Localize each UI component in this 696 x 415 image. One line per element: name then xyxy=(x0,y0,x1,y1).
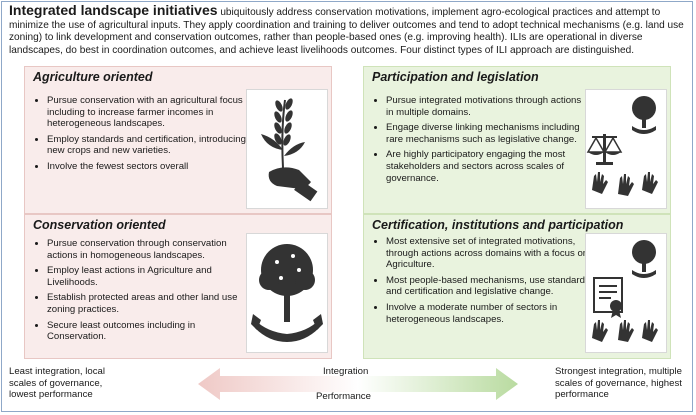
scales-tree-hands-icon xyxy=(585,89,667,209)
bullet-list: Most extensive set of integrated motivat… xyxy=(372,236,591,329)
bullet-item: Most people-based mechanisms, use standa… xyxy=(386,275,591,298)
tree-in-hands-icon xyxy=(246,233,328,353)
integration-label: Integration xyxy=(323,366,369,377)
bullet-list: Pursue integrated motivations through ac… xyxy=(372,95,591,188)
intro-paragraph: Integrated landscape initiatives ubiquit… xyxy=(9,2,685,57)
least-integration-label: Least integration, local scales of gover… xyxy=(9,366,105,401)
intro-lead: Integrated landscape initiatives xyxy=(9,2,218,18)
bullet-item: Employ least actions in Agriculture and … xyxy=(47,265,252,288)
wheat-in-hand-icon xyxy=(246,89,328,209)
bullet-item: Pursue conservation through conservation… xyxy=(47,238,252,261)
bullet-list: Pursue conservation with an agricultural… xyxy=(33,95,252,177)
panel-title: Certification, institutions and particip… xyxy=(372,218,624,232)
panel-title: Agriculture oriented xyxy=(33,70,153,84)
bullet-item: Involve a moderate number of sectors in … xyxy=(386,302,591,325)
bullet-item: Establish protected areas and other land… xyxy=(47,292,252,315)
bullet-item: Employ standards and certification, intr… xyxy=(47,134,252,157)
certificate-tree-hands-icon xyxy=(585,233,667,353)
bullet-item: Most extensive set of integrated motivat… xyxy=(386,236,591,271)
panel-conservation-oriented: Conservation oriented Pursue conservatio… xyxy=(24,214,332,359)
bullet-item: Pursue integrated motivations through ac… xyxy=(386,95,591,118)
bullet-item: Involve the fewest sectors overall xyxy=(47,161,252,173)
bullet-item: Are highly participatory engaging the mo… xyxy=(386,149,591,184)
strongest-integration-label: Strongest integration, multiple scales o… xyxy=(555,366,682,401)
panel-agriculture-oriented: Agriculture oriented Pursue conservation… xyxy=(24,66,332,214)
intro-text: ubiquitously address conservation motiva… xyxy=(9,7,684,56)
panel-certification-institutions-participation: Certification, institutions and particip… xyxy=(363,214,671,359)
bullet-item: Engage diverse linking mechanisms includ… xyxy=(386,122,591,145)
bullet-list: Pursue conservation through conservation… xyxy=(33,238,252,347)
performance-label: Performance xyxy=(316,391,371,402)
bullet-item: Secure least outcomes including in Conse… xyxy=(47,320,252,343)
double-arrow-gradient xyxy=(198,368,518,400)
panel-title: Participation and legislation xyxy=(372,70,539,84)
panel-participation-legislation: Participation and legislation Pursue int… xyxy=(363,66,671,214)
panel-title: Conservation oriented xyxy=(33,218,166,232)
bullet-item: Pursue conservation with an agricultural… xyxy=(47,95,252,130)
